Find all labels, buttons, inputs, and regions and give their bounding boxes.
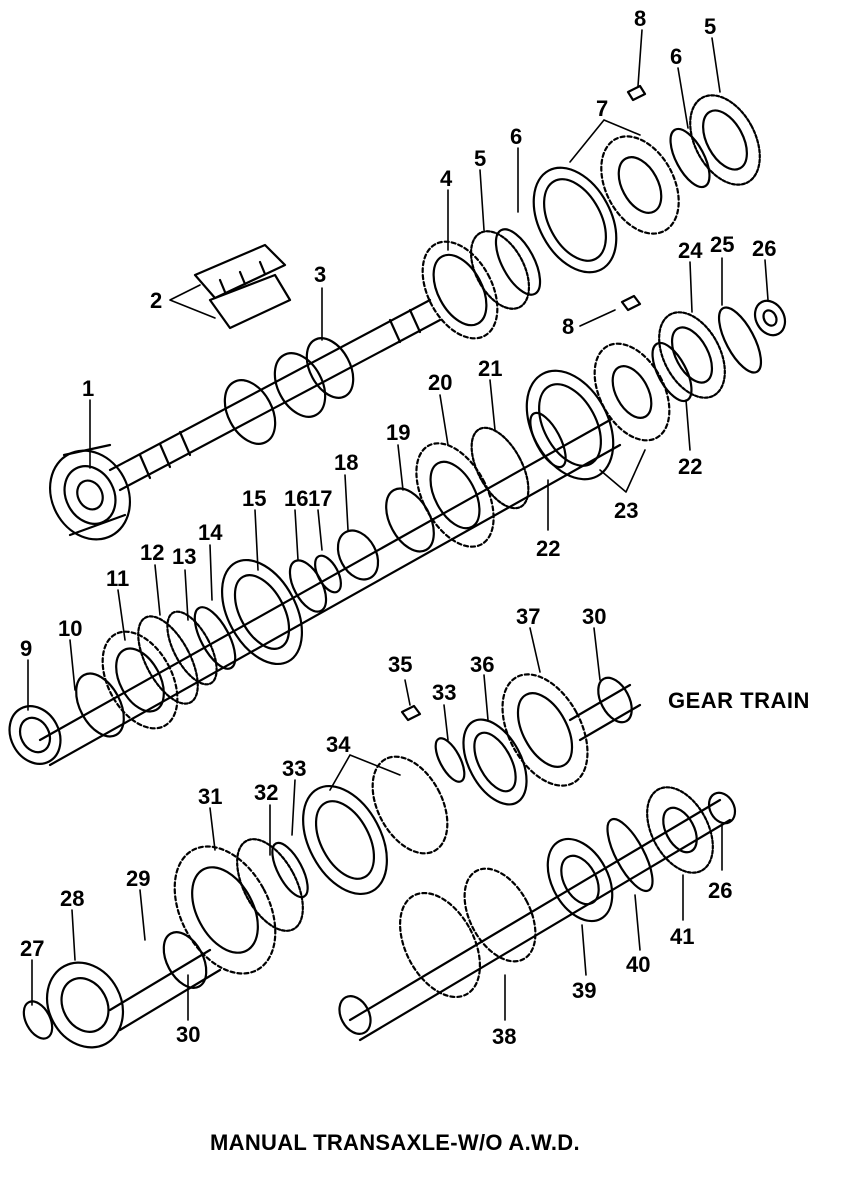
snap-ring-18	[336, 529, 380, 581]
callout-31: 31	[198, 784, 222, 809]
nut-26-lower	[707, 791, 737, 825]
upper-input-shaft	[108, 298, 442, 492]
synchro-ring-5-upper	[469, 230, 531, 310]
sleeve-15	[220, 558, 304, 666]
synchro-ring-36	[462, 718, 528, 806]
callout-5-top: 5	[704, 14, 716, 39]
callout-15: 15	[242, 486, 266, 511]
callout-28: 28	[60, 886, 84, 911]
callout-8-top: 8	[634, 6, 646, 31]
snap-ring-40	[606, 817, 654, 893]
gear-38	[398, 867, 537, 999]
diagram-caption: MANUAL TRANSAXLE-W/O A.W.D.	[210, 1130, 580, 1155]
bearing-28	[45, 961, 125, 1049]
shaft-30-upper	[568, 676, 642, 742]
gear-20	[415, 442, 495, 548]
callout-30-upper: 30	[582, 604, 606, 629]
collar-9	[8, 705, 62, 765]
key-8-top	[626, 84, 647, 102]
callout-23: 23	[614, 498, 638, 523]
callout-25: 25	[710, 232, 734, 257]
snap-ring-27	[22, 1000, 54, 1040]
callout-6-mid: 6	[510, 124, 522, 149]
gear-31-32	[173, 838, 304, 975]
callout-30-lower: 30	[176, 1022, 200, 1047]
callout-24: 24	[678, 238, 703, 263]
callout-1: 1	[82, 376, 94, 401]
synchro-ring-21	[470, 426, 530, 510]
synchro-ring-12-13	[137, 610, 218, 705]
callout-5-mid: 5	[474, 146, 486, 171]
ring-22-upper	[651, 341, 693, 403]
callout-22-upper: 22	[678, 454, 702, 479]
callout-37: 37	[516, 604, 540, 629]
callout-32: 32	[254, 780, 278, 805]
gear-24	[658, 311, 726, 399]
callout-7: 7	[596, 96, 608, 121]
callout-12: 12	[140, 540, 164, 565]
callout-18: 18	[334, 450, 358, 475]
callout-36: 36	[470, 652, 494, 677]
gear-41	[646, 786, 714, 874]
leader-lines	[27, 29, 769, 1021]
callout-19: 19	[386, 420, 410, 445]
middle-shaft	[38, 418, 622, 767]
snap-ring-6-upper	[494, 228, 542, 296]
key-35	[400, 704, 422, 722]
callout-14: 14	[198, 520, 223, 545]
callout-39: 39	[572, 978, 596, 1003]
callout-22-lower: 22	[536, 536, 560, 561]
snap-ring-6-top	[669, 127, 711, 189]
callout-34: 34	[326, 732, 351, 757]
nut-26-upper	[753, 299, 787, 337]
callout-13: 13	[172, 544, 196, 569]
key-8-mid	[620, 294, 642, 312]
callout-33-right: 33	[432, 680, 456, 705]
snap-ring-14	[193, 606, 237, 670]
snap-ring-25	[717, 306, 763, 374]
callout-41: 41	[670, 924, 694, 949]
bearing-1	[48, 443, 132, 541]
callout-6-top: 6	[670, 44, 682, 69]
callout-33-left: 33	[282, 756, 306, 781]
callout-16: 16	[284, 486, 308, 511]
gear-37	[501, 673, 589, 787]
bearing-halves-2	[193, 243, 292, 330]
gear-cluster-3	[223, 337, 355, 445]
callout-numbers: 1 2 3 4 5 5 6 6 7 8 8 9 10 11 12 13 14 1…	[20, 6, 776, 1049]
gear-4	[421, 240, 499, 340]
callout-2: 2	[150, 288, 162, 313]
callout-10: 10	[58, 616, 82, 641]
callout-21: 21	[478, 356, 502, 381]
callout-38: 38	[492, 1024, 516, 1049]
ring-33	[271, 737, 466, 899]
callout-8-mid: 8	[562, 314, 574, 339]
countershaft-right	[338, 798, 732, 1042]
callout-29: 29	[126, 866, 150, 891]
callout-26-lower: 26	[708, 878, 732, 903]
synchro-sleeve-7	[532, 135, 680, 274]
bearing-39	[546, 837, 614, 923]
synchro-ring-5-top	[689, 94, 761, 186]
section-title: GEAR TRAIN	[668, 688, 810, 713]
callout-17: 17	[308, 486, 332, 511]
synchro-assembly-23	[525, 342, 671, 481]
callout-9: 9	[20, 636, 32, 661]
callout-11: 11	[106, 566, 129, 591]
gear-10-11	[75, 630, 179, 738]
callout-4: 4	[440, 166, 453, 191]
synchro-assembly-34	[302, 755, 449, 896]
callout-26-upper: 26	[752, 236, 776, 261]
ring-16-17	[288, 554, 342, 613]
callout-35: 35	[388, 652, 412, 677]
callout-3: 3	[314, 262, 326, 287]
callout-20: 20	[428, 370, 452, 395]
callout-27: 27	[20, 936, 44, 961]
callout-40: 40	[626, 952, 650, 977]
shaft-29-30	[108, 931, 222, 1032]
